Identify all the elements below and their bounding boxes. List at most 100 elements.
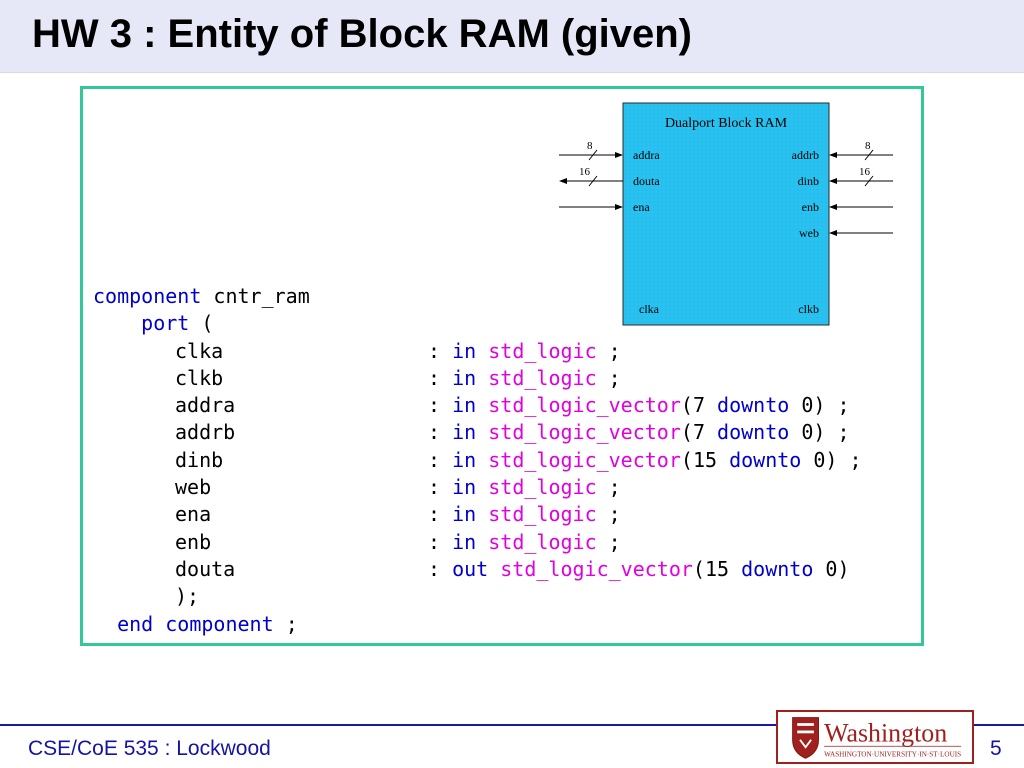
port-label-douta: douta (633, 174, 660, 188)
semicolon: ; (837, 420, 850, 445)
signal-name: ena (175, 502, 212, 527)
semicolon: ; (608, 502, 621, 527)
port-direction: in (452, 365, 477, 390)
signal-name: clka (175, 338, 224, 363)
code-line-port-decl: ena : in std_logic ; (93, 501, 621, 528)
port-type: std_logic_vector (488, 420, 681, 445)
keyword-downto: downto (729, 447, 802, 472)
logo-subtext: WASHINGTON·UNIVERSITY·IN·ST·LOUIS (824, 750, 961, 758)
port-label-clkb: clkb (798, 302, 819, 316)
code-line-port-decl: dinb : in std_logic_vector(15 downto 0) ; (93, 447, 862, 474)
code-line-port-decl: addra: in std_logic_vector(7 downto 0) ; (93, 392, 850, 419)
port-declaration: : in std_logic ; (428, 365, 621, 392)
douta-width-label: 16 (579, 166, 591, 178)
addra-arrow (615, 152, 623, 158)
port-declaration: : in std_logic ; (428, 338, 621, 365)
port-direction: in (452, 502, 477, 527)
colon: : (428, 447, 441, 472)
keyword-port: port (141, 311, 190, 336)
range-high: 7 (692, 393, 705, 418)
port-label-clka: clka (639, 302, 660, 316)
port-type: std_logic (488, 338, 597, 363)
port-label-web: web (799, 226, 819, 240)
port-direction: in (452, 475, 477, 500)
port-label-addra: addra (633, 148, 660, 162)
port-declaration: : in std_logic ; (428, 501, 621, 528)
signal-name: clkb (175, 365, 224, 390)
semicolon: ; (608, 475, 621, 500)
vhdl-code: component cntr_ram port ( clka: in std_l… (93, 283, 862, 638)
range-open: ( (680, 447, 693, 472)
signal-name: addra (175, 393, 236, 418)
enb-arrow (829, 204, 837, 210)
code-line-port-decl: web : in std_logic ; (93, 474, 621, 501)
semicolon: ; (608, 529, 621, 554)
slide-title: HW 3 : Entity of Block RAM (given) (32, 12, 692, 56)
range-close: ) (813, 420, 826, 445)
port-type: std_logic (488, 365, 597, 390)
addrb-bus-slash (864, 149, 874, 161)
port-open: ( (201, 311, 214, 336)
signal-name: dinb (175, 447, 224, 472)
shield-icon (792, 717, 819, 759)
port-label-addrb: addrb (792, 148, 819, 162)
diagram-title: Dualport Block RAM (665, 116, 788, 131)
range-close: ) (813, 393, 826, 418)
code-line-port-decl: enb: in std_logic ; (93, 529, 621, 556)
keyword-downto: downto (717, 420, 790, 445)
page-number: 5 (990, 737, 1002, 760)
semicolon: ; (608, 365, 621, 390)
university-logo: Washington WASHINGTON·UNIVERSITY·IN·ST·L… (776, 710, 974, 764)
addrb-arrow (829, 152, 837, 158)
range-high: 15 (704, 556, 730, 581)
port-type: std_logic_vector (500, 556, 693, 581)
title-bar: HW 3 : Entity of Block RAM (given) (0, 0, 1024, 73)
port-direction: in (452, 447, 477, 472)
colon: : (428, 475, 441, 500)
colon: : (428, 420, 441, 445)
port-label-dinb: dinb (798, 174, 819, 188)
port-direction: in (452, 529, 477, 554)
colon: : (428, 393, 441, 418)
signal-name: web (175, 475, 212, 500)
keyword-component: component (93, 284, 202, 308)
port-type: std_logic_vector (488, 393, 681, 418)
code-line-component: component cntr_ram (93, 283, 310, 310)
range-close: ) (825, 447, 838, 472)
range-low: 0 (801, 420, 814, 445)
keyword-downto: downto (741, 556, 814, 581)
code-line-end-component: end component ; (93, 611, 310, 638)
footer-course: CSE/CoE 535 : Lockwood (28, 737, 271, 760)
port-close: ); (175, 584, 200, 609)
dinb-width-label: 16 (859, 166, 871, 178)
colon: : (428, 365, 441, 390)
colon: : (428, 529, 441, 554)
port-direction: in (452, 338, 477, 363)
ena-arrow (615, 204, 623, 210)
range-low: 0 (801, 393, 814, 418)
port-declaration: : in std_logic ; (428, 474, 621, 501)
code-line-port-decl: clka : in std_logic ; (93, 338, 621, 365)
range-low: 0 (813, 447, 826, 472)
douta-arrow (559, 178, 567, 184)
web-arrow (829, 230, 837, 236)
footer-rule (0, 724, 1024, 726)
logo-wordmark: Washington (824, 719, 947, 748)
content-frame: Dualport Block RAM addra douta ena addrb… (80, 86, 924, 646)
port-direction: out (452, 556, 489, 581)
addra-bus-slash (588, 149, 598, 161)
component-name: cntr_ram (213, 284, 310, 308)
code-line-port: port ( (93, 310, 310, 337)
range-open: ( (692, 556, 705, 581)
signal-name: addrb (175, 420, 236, 445)
addra-width-label: 8 (587, 140, 593, 152)
port-direction: in (452, 393, 477, 418)
colon: : (428, 556, 441, 581)
port-declaration: : in std_logic_vector(15 downto 0) ; (428, 447, 862, 474)
range-high: 15 (692, 447, 718, 472)
port-direction: in (452, 420, 477, 445)
dinb-arrow (829, 178, 837, 184)
code-line-port-close: ); (93, 583, 310, 610)
douta-bus-slash (588, 175, 598, 187)
keyword-downto: downto (717, 393, 790, 418)
